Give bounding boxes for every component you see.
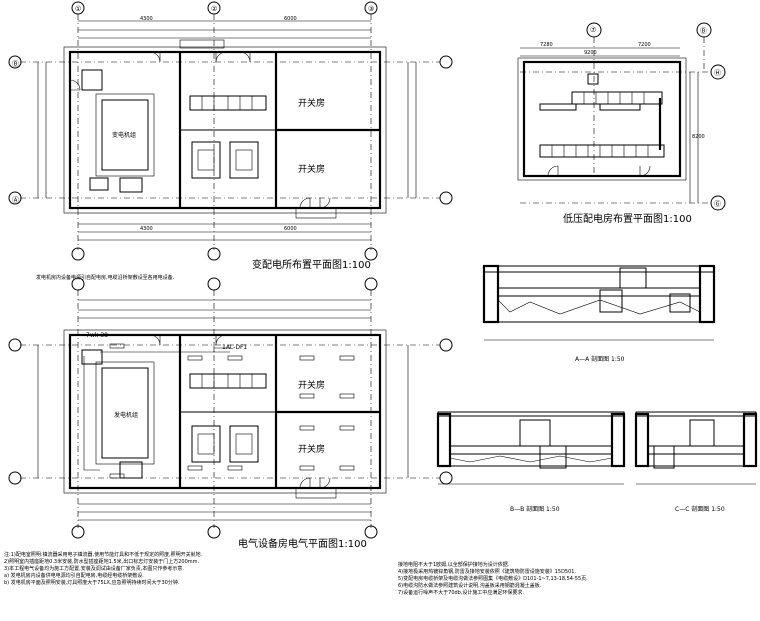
axis-label-a-left: Ⓐ (12, 196, 19, 204)
plan1-room-generator: 变电机组 (112, 132, 137, 139)
note-left-1: 注:1)配电室照明:镇流器采用电子镇流器,使用节能灯具和不低于规定的照度,照明开… (4, 552, 203, 558)
plan3-title: 低压配电房布置平面图1:100 (563, 210, 692, 225)
plan2-room-switch-1: 开关房 (298, 381, 326, 391)
section-bb-label: B—B 剖面图 1:50 (510, 506, 560, 513)
axis-label-1-top: ① (75, 5, 82, 13)
section-aa-label: A—A 剖面图 1:50 (575, 356, 625, 363)
note-right-3: 5)变配电房电缆桥架及电缆沟做法参照图集《电缆敷设》D101-1~7,13-18… (398, 576, 588, 582)
plan1-title: 变配电所布置平面图1:100 (252, 256, 371, 271)
note-right-4: 6)电缆沟防水做法参照建筑设计说明,沟盖板采用钢筋混凝土盖板. (398, 583, 542, 589)
dim-top-2: 6000 (284, 16, 297, 22)
axis-label-b-left: Ⓑ (12, 60, 19, 68)
dim-top-1: 4300 (140, 16, 153, 22)
notes-left: 注:1)配电室照明:镇流器采用电子镇流器,使用节能灯具和不低于规定的照度,照明开… (4, 552, 202, 587)
note-left-3: 3)本工程电气设备均为施工方配置,安装及调试由设备厂家负责,本图只作参考示意. (4, 566, 184, 572)
plan2-title: 电气设备房电气平面图1:100 (238, 535, 367, 550)
plan3-dim-3: 9200 (584, 50, 597, 56)
plan3-layout (517, 22, 726, 211)
plan2-tag-2: 1AL-DF1 (222, 344, 248, 351)
plan1-layout (8, 1, 453, 261)
notes-right: 接地电阻不大于1欧姆,以全部保护接地为设计依据. 4)接地极采用热镀锌角钢,防雷… (398, 562, 588, 597)
plan3-axis-h: Ⓗ (714, 69, 721, 77)
plan2-scale: 1:100 (338, 539, 367, 550)
note-right-1: 接地电阻不大于1欧姆,以全部保护接地为设计依据. (398, 562, 510, 568)
plan3-dim-4: 8200 (692, 134, 705, 140)
section-bb (436, 411, 626, 485)
plan3-axis-7: ⑦ (590, 26, 597, 34)
note-left-5: b) 发电机房平面及照明安装,灯具照度大于75LX,应急照明持续时间大于30分钟… (4, 580, 180, 586)
plan2-room-generator: 发电机组 (114, 412, 139, 419)
plan3-scale: 1:100 (663, 214, 692, 225)
section-aa (482, 264, 716, 341)
note-right-2: 4)接地极采用热镀锌角钢,防雷及接地安装依照《建筑物防雷设施安装》15D501. (398, 569, 577, 575)
dim-bottom-1: 4300 (140, 226, 153, 232)
plan1-room-switch-1: 开关房 (298, 99, 326, 109)
note-left-2: 2)照明室内插座距地0.3米安装,防水型插座距地1.5米,出口标志灯安装于门上方… (4, 559, 200, 565)
plan2-tag-1: 7wk-38 (86, 332, 108, 339)
plan1-title-text: 变配电所布置平面图 (252, 260, 342, 271)
note-left-4: a) 发电机房内设备供电电源均引自配电房,电缆经电缆桥架敷设. (4, 573, 144, 579)
plan2-layout (8, 277, 453, 539)
section-cc-label: C—C 剖面图 1:50 (675, 506, 725, 513)
note-right-5: 7)设备运行噪声不大于70db,设计施工中应满足环保要求. (398, 590, 525, 596)
plan3-title-text: 低压配电房布置平面图 (563, 214, 663, 225)
plan1-room-switch-2: 开关房 (298, 165, 326, 175)
plan2-note: 发电机房内设备电源引自配电房,电缆沿桥架敷设至各用电设备. (36, 275, 175, 281)
plan3-axis-g: Ⓖ (714, 200, 721, 208)
plan2-room-switch-2: 开关房 (298, 445, 326, 455)
axis-label-3-top: ③ (368, 5, 375, 13)
plan3-axis-b: Ⓑ (700, 27, 707, 35)
plan1-scale: 1:100 (342, 260, 371, 271)
plan3-dim-2: 7200 (638, 42, 651, 48)
section-cc (634, 411, 758, 485)
plan3-dim-1: 7280 (540, 42, 553, 48)
dim-bottom-2: 6000 (284, 226, 297, 232)
axis-label-2-top: ② (211, 5, 218, 13)
plan2-title-text: 电气设备房电气平面图 (238, 539, 338, 550)
